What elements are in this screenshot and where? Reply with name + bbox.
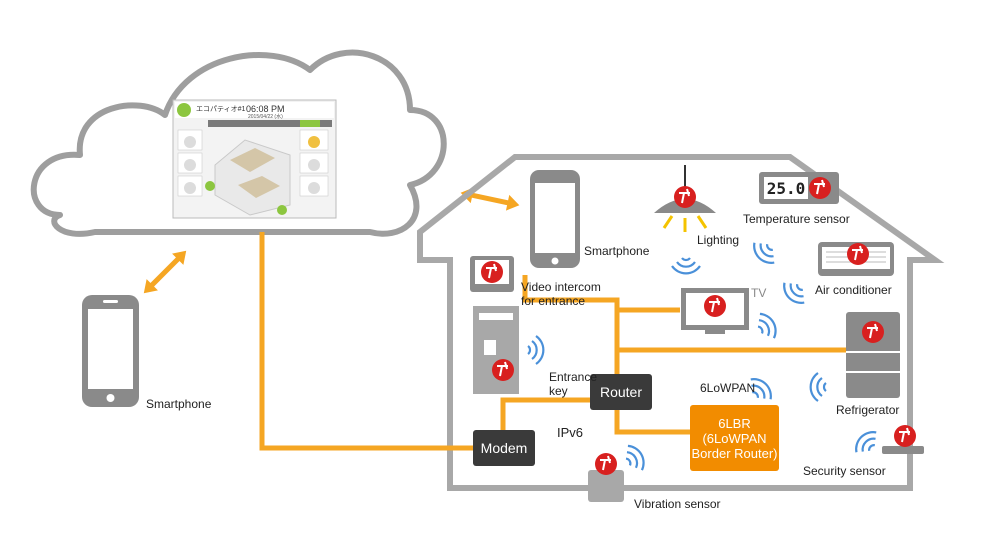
intercom-icon xyxy=(470,256,514,292)
lighting-label: Lighting xyxy=(697,233,740,247)
temperature-sensor-label: Temperature sensor xyxy=(743,212,850,226)
wifi-signal-icon xyxy=(526,334,545,366)
screen-date: 2015/04/22 (水) xyxy=(248,114,283,120)
smartphone-left-label: Smartphone xyxy=(146,397,212,411)
wifi-signal-icon xyxy=(751,309,782,344)
wifi-signal-icon xyxy=(619,441,650,476)
air-conditioner-icon xyxy=(818,242,894,276)
tablet-icon xyxy=(172,99,337,219)
cloud-smartphone-link-arrow xyxy=(138,245,192,299)
smartphone-icon xyxy=(530,170,580,268)
modem-box xyxy=(473,430,535,466)
house-outline-icon xyxy=(417,154,945,491)
vibration-sensor-label: Vibration sensor xyxy=(634,497,721,511)
smartphone-icon xyxy=(82,295,139,407)
temperature-readout: 25.0 xyxy=(767,179,806,198)
air-conditioner-label: Air conditioner xyxy=(815,283,892,297)
thermometer-display-icon xyxy=(759,172,839,204)
modem-label: Modem xyxy=(480,440,528,456)
cloud-house-link-arrow xyxy=(459,185,521,213)
router-intercom-line xyxy=(522,275,620,375)
lamp-icon xyxy=(654,165,716,232)
router-label: Router xyxy=(599,384,643,400)
tv-label: TV xyxy=(751,286,767,300)
sixlowpan-label: 6LoWPAN xyxy=(700,381,756,395)
security-sensor-icon xyxy=(882,424,924,454)
vibration-sensor-icon xyxy=(588,452,624,502)
refrigerator-icon xyxy=(846,312,900,398)
router-6lbr-line xyxy=(614,410,690,435)
wifi-signal-icon xyxy=(748,236,781,269)
tv-icon xyxy=(681,288,749,334)
cloud-icon xyxy=(30,49,447,237)
smartphone-house-label: Smartphone xyxy=(584,244,650,258)
wifi-signal-icon xyxy=(670,256,702,275)
screen-title: エコパティオ#1 xyxy=(196,106,246,113)
wifi-signal-icon xyxy=(850,426,883,459)
entrance-key-label: Entrance key xyxy=(549,370,598,398)
border-router-label: 6LBR (6LoWPAN Border Router) xyxy=(691,415,778,461)
router-box xyxy=(590,374,652,410)
cloud-modem-line xyxy=(259,232,475,451)
wifi-signal-icon xyxy=(778,276,811,309)
ipv6-label: IPv6 xyxy=(557,425,584,440)
security-sensor-label: Security sensor xyxy=(803,464,886,478)
screen-time: 06:08 PM xyxy=(246,104,285,114)
refrigerator-label: Refrigerator xyxy=(836,403,900,417)
wifi-signal-icon xyxy=(809,371,828,403)
video-intercom-label: Video intercom for entrance xyxy=(521,280,601,308)
modem-router-line xyxy=(500,397,590,430)
door-lock-icon xyxy=(473,306,519,394)
border-router-box xyxy=(690,405,779,471)
